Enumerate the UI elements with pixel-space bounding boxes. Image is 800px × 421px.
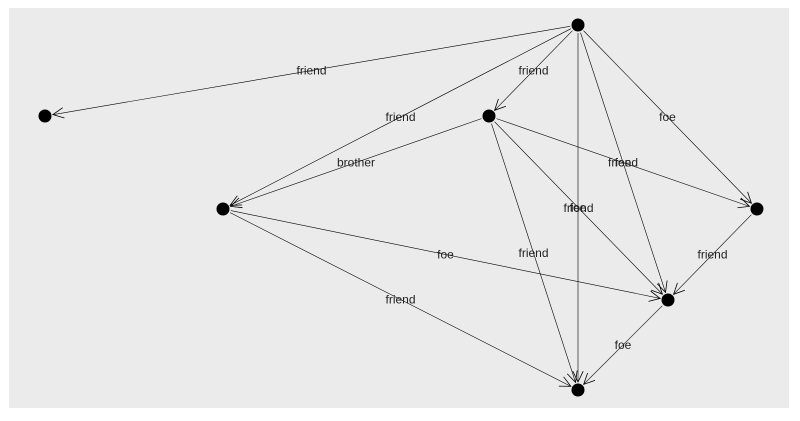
graph-node-n3 <box>482 109 496 123</box>
edge-label: friend <box>385 110 415 124</box>
edge-label: foe <box>659 110 676 124</box>
edge-label: foe <box>437 248 454 262</box>
arrow-head <box>583 372 596 385</box>
arrow-head <box>566 370 578 384</box>
edge-line <box>229 212 572 387</box>
arrow-head <box>229 195 243 206</box>
edge-label: friend <box>563 201 593 215</box>
nodes-layer <box>38 18 764 397</box>
arrow-head <box>51 107 65 119</box>
edge-n4-n7 <box>229 212 572 387</box>
edge-n3-n6 <box>494 121 664 295</box>
graph-node-n5 <box>750 202 764 216</box>
edge-line <box>491 123 576 383</box>
edge-label: friend <box>385 293 415 307</box>
edge-n3-n4 <box>229 118 482 209</box>
edge-n4-n6 <box>230 210 662 302</box>
arrow-head <box>493 98 507 111</box>
graph-node-n6 <box>661 293 675 307</box>
graph-node-n2 <box>38 109 52 123</box>
edge-line <box>494 121 663 295</box>
edge-n1-n2 <box>51 26 571 119</box>
edge-line <box>496 118 750 207</box>
graph-node-n7 <box>571 383 585 397</box>
arrow-head <box>572 371 584 383</box>
edge-label: foe <box>615 156 632 170</box>
arrow-head <box>737 197 751 209</box>
edge-label: brother <box>337 156 375 170</box>
edge-line <box>583 30 752 204</box>
edge-label: friend <box>296 64 326 78</box>
edge-line <box>494 30 573 111</box>
edges-layer <box>51 26 753 387</box>
edge-n3-n5 <box>496 118 751 209</box>
graph-node-n1 <box>571 18 585 32</box>
edge-n1-n3 <box>493 30 573 111</box>
edge-line <box>230 210 661 299</box>
graph-node-n4 <box>216 202 230 216</box>
edge-line <box>229 28 572 206</box>
edge-label: foe <box>615 338 632 352</box>
edge-label: friend <box>518 246 548 260</box>
edge-line <box>52 26 571 115</box>
edge-line <box>673 214 752 295</box>
edge-label: foe <box>570 201 587 215</box>
edge-n5-n6 <box>672 214 752 295</box>
plot-panel-background <box>9 8 789 408</box>
edge-n3-n7 <box>491 123 578 384</box>
edge-label: friend <box>608 156 638 170</box>
arrow-head <box>229 197 243 209</box>
edge-line <box>583 305 663 385</box>
arrow-head <box>672 282 686 295</box>
edge-label: friend <box>697 248 727 262</box>
arrow-head <box>651 282 664 295</box>
arrow-head <box>558 376 572 387</box>
edge-label: friend <box>518 64 548 78</box>
edge-n1-n4 <box>229 28 572 206</box>
edge-n6-n7 <box>583 305 663 385</box>
edge-line <box>230 118 482 207</box>
arrow-head <box>648 290 662 302</box>
